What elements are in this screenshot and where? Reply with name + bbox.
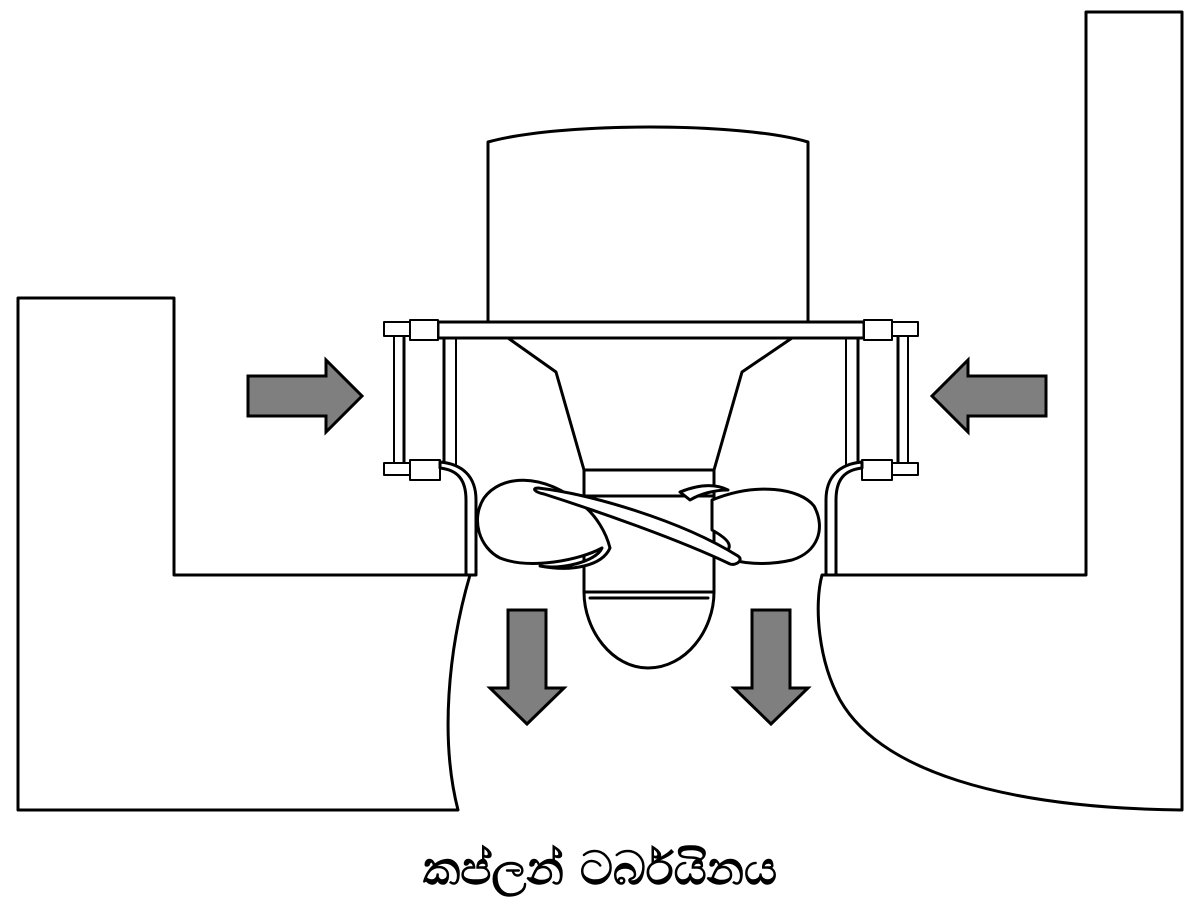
left-lower-flange — [383, 462, 411, 476]
outlet-arrow-left — [486, 608, 568, 727]
left-upper-flange — [383, 321, 411, 337]
inlet-arrow-left — [246, 356, 365, 436]
right-concrete-housing — [816, 10, 1184, 812]
left-throat-wall — [438, 460, 478, 577]
outlet-arrow-right — [730, 608, 812, 727]
right-lower-clamp — [861, 459, 893, 481]
kaplan-turbine-diagram — [16, 10, 1184, 812]
center-runner-blade — [533, 486, 742, 566]
inlet-arrow-right — [929, 356, 1048, 436]
generator-housing — [486, 125, 810, 324]
right-upper-clamp — [863, 319, 893, 341]
right-upper-flange — [891, 321, 919, 337]
right-throat-wall — [824, 460, 864, 577]
left-lower-clamp — [409, 459, 441, 481]
hub-nose-cone — [582, 590, 716, 670]
diagram-caption: කප්ලන් ටර්බයිනය — [422, 841, 778, 895]
right-blade-tip — [678, 484, 730, 502]
head-cover-plate — [436, 320, 866, 340]
turbine-shaft-cone — [506, 336, 794, 472]
left-upper-clamp — [409, 319, 439, 341]
right-lower-flange — [891, 462, 919, 476]
